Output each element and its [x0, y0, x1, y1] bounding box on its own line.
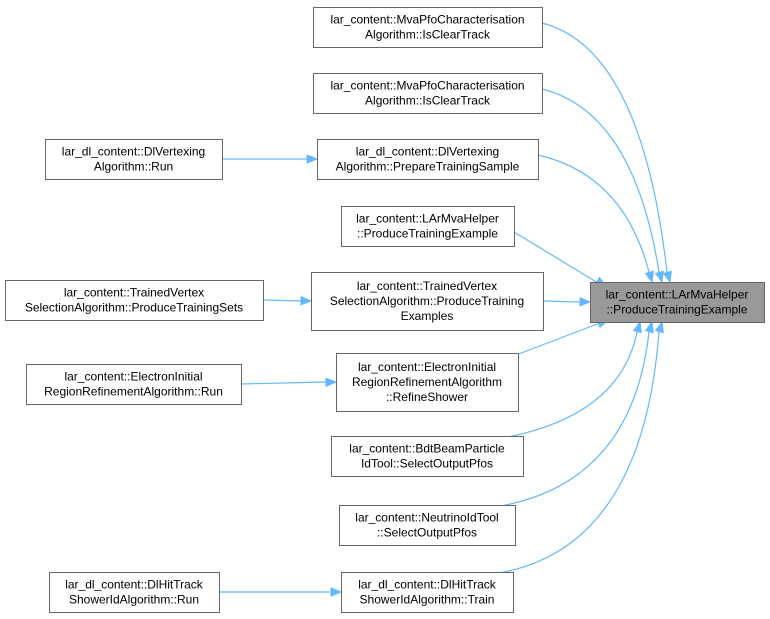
arrowhead: [300, 296, 313, 306]
node-label-line: ::ProduceTrainingExample: [607, 303, 748, 317]
node-box: [341, 206, 515, 247]
caller-node-n2[interactable]: lar_content::MvaPfoCharacterisationAlgor…: [313, 73, 543, 114]
nodes-layer: lar_content::LArMvaHelper::ProduceTraini…: [5, 7, 765, 613]
node-label-line: RegionRefinementAlgorithm: [352, 375, 502, 389]
edge-n5-to-target: [542, 297, 592, 307]
edge-c5-to-n5: [262, 296, 313, 306]
edge-line: [494, 331, 650, 508]
edge-n3-to-target: [527, 152, 654, 284]
arrowhead: [325, 377, 338, 387]
edge-line: [492, 331, 660, 575]
node-label-line: ::RefineShower: [386, 390, 468, 404]
node-label-line: lar_content::MvaPfoCharacterisation: [330, 13, 524, 27]
node-label-line: IdTool::SelectOutputPfos: [361, 457, 493, 471]
arrowhead: [306, 154, 319, 164]
arrowhead: [579, 297, 592, 307]
node-box: [45, 139, 223, 180]
edge-line: [262, 299, 302, 302]
edge-line: [513, 231, 599, 284]
edge-n1-to-target: [531, 20, 672, 284]
node-label-line: lar_content::ElectronInitial: [358, 360, 496, 374]
node-box: [313, 7, 543, 48]
node-label-line: lar_content::TrainedVertex: [357, 279, 497, 293]
node-box: [331, 436, 524, 477]
edge-n8-to-target: [494, 320, 654, 508]
caller-node-c3[interactable]: lar_dl_content::DlVertexingAlgorithm::Ru…: [45, 139, 223, 180]
edge-c3-to-n3: [222, 154, 319, 164]
edge-line: [240, 381, 327, 385]
node-box: [49, 572, 220, 613]
target-node[interactable]: lar_content::LArMvaHelper::ProduceTraini…: [590, 282, 765, 323]
node-label-line: lar_content::LArMvaHelper: [606, 288, 749, 302]
edge-c9-to-n9: [219, 587, 343, 597]
edge-line: [531, 86, 660, 273]
node-label-line: RegionRefinementAlgorithm::Run: [44, 385, 223, 399]
node-label-line: lar_content::MvaPfoCharacterisation: [330, 79, 524, 93]
caller-node-n8[interactable]: lar_content::NeutrinoIdTool::SelectOutpu…: [339, 505, 516, 546]
arrowhead: [632, 320, 642, 334]
node-label-line: ShowerIdAlgorithm::Train: [360, 593, 495, 607]
edge-line: [502, 331, 638, 439]
node-box: [26, 364, 242, 405]
node-label-line: lar_content::NeutrinoIdTool: [355, 511, 498, 525]
caller-node-n5[interactable]: lar_content::TrainedVertexSelectionAlgor…: [311, 272, 544, 331]
caller-node-n4[interactable]: lar_content::LArMvaHelper::ProduceTraini…: [341, 206, 515, 247]
arrowhead: [662, 270, 672, 284]
node-label-line: ::SelectOutputPfos: [377, 526, 477, 540]
node-box: [339, 505, 516, 546]
node-label-line: SelectionAlgorithm::ProduceTraining: [330, 294, 524, 308]
edge-n2-to-target: [531, 86, 664, 284]
node-box: [5, 280, 264, 321]
node-label-line: SelectionAlgorithm::ProduceTrainingSets: [25, 301, 243, 315]
node-label-line: Algorithm::IsClearTrack: [365, 28, 491, 42]
node-label-line: Algorithm::PrepareTrainingSample: [336, 160, 520, 174]
edge-n7-to-target: [502, 320, 642, 439]
caller-node-n6[interactable]: lar_content::ElectronInitialRegionRefine…: [336, 353, 519, 412]
node-box: [341, 572, 514, 613]
edge-c6-to-n6: [240, 377, 338, 387]
caller-node-n3[interactable]: lar_dl_content::DlVertexingAlgorithm::Pr…: [317, 139, 539, 180]
node-label-line: lar_dl_content::DlHitTrack: [358, 578, 497, 592]
arrowhead: [654, 270, 664, 284]
node-box: [590, 282, 765, 323]
node-box: [311, 272, 544, 331]
edge-n9-to-target: [492, 320, 664, 575]
node-box: [336, 353, 519, 412]
arrowhead: [330, 587, 343, 597]
node-label-line: lar_content::TrainedVertex: [64, 286, 204, 300]
node-label-line: ShowerIdAlgorithm::Run: [69, 593, 199, 607]
node-label-line: Algorithm::Run: [94, 160, 173, 174]
caller-node-c5[interactable]: lar_content::TrainedVertexSelectionAlgor…: [5, 280, 264, 321]
node-label-line: Algorithm::IsClearTrack: [365, 94, 491, 108]
node-label-line: lar_dl_content::DlVertexing: [356, 145, 499, 159]
edge-line: [515, 322, 601, 356]
node-label-line: lar_content::BdtBeamParticle: [349, 442, 505, 456]
caller-node-c6[interactable]: lar_content::ElectronInitialRegionRefine…: [26, 364, 242, 405]
arrowhead: [644, 320, 654, 334]
caller-node-n7[interactable]: lar_content::BdtBeamParticleIdTool::Sele…: [331, 436, 524, 477]
node-label-line: lar_dl_content::DlHitTrack: [65, 578, 204, 592]
node-box: [317, 139, 539, 180]
edge-line: [542, 300, 581, 303]
node-box: [313, 73, 543, 114]
node-label-line: lar_content::LArMvaHelper: [356, 212, 499, 226]
caller-node-n9[interactable]: lar_dl_content::DlHitTrackShowerIdAlgori…: [341, 572, 514, 613]
caller-node-c9[interactable]: lar_dl_content::DlHitTrackShowerIdAlgori…: [49, 572, 220, 613]
caller-node-n1[interactable]: lar_content::MvaPfoCharacterisationAlgor…: [313, 7, 543, 48]
edge-line: [527, 152, 650, 273]
arrowhead: [644, 270, 654, 284]
node-label-line: lar_content::ElectronInitial: [64, 370, 202, 384]
node-label-line: ::ProduceTrainingExample: [357, 227, 498, 241]
arrowhead: [654, 320, 664, 334]
node-label-line: Examples: [401, 309, 454, 323]
node-label-line: lar_dl_content::DlVertexing: [62, 145, 205, 159]
edge-line: [531, 20, 668, 273]
edges-layer: [219, 20, 672, 597]
